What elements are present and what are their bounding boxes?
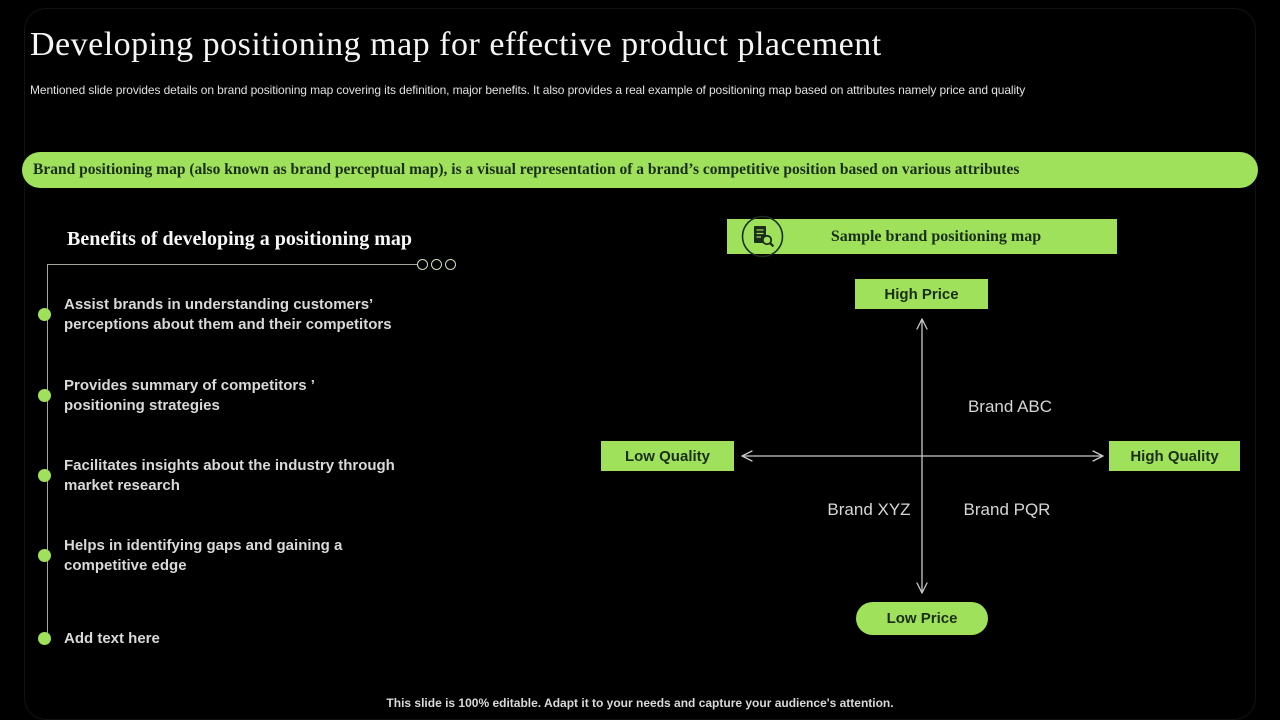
list-item: Provides summary of competitors ’ positi… — [38, 376, 450, 415]
benefits-connector-vertical — [47, 264, 48, 638]
brand-point-xyz: Brand XYZ — [827, 500, 911, 519]
brand-point-abc: Brand ABC — [967, 397, 1053, 416]
definition-text: Brand positioning map (also known as bra… — [33, 161, 1020, 178]
map-header-title: Sample brand positioning map — [830, 227, 1042, 245]
page-title: Developing positioning map for effective… — [30, 26, 882, 63]
slide-border — [24, 8, 1256, 720]
decorative-circle — [445, 259, 456, 270]
map-header: Sample brand positioning map — [727, 219, 1117, 254]
axis-label-high-price: High Price — [855, 279, 988, 309]
bullet-dot-icon — [38, 308, 51, 321]
benefit-text: Add text here — [64, 630, 160, 647]
benefit-text: Provides summary of competitors ’ positi… — [64, 377, 315, 414]
benefit-text: Assist brands in understanding customers… — [64, 296, 392, 333]
list-item: Add text here — [38, 629, 450, 649]
decorative-circle — [431, 259, 442, 270]
axis-label-low-price: Low Price — [856, 602, 988, 635]
bullet-dot-icon — [38, 632, 51, 646]
benefits-heading: Benefits of developing a positioning map — [67, 228, 413, 250]
footer-note: This slide is 100% editable. Adapt it to… — [386, 696, 894, 710]
axis-label-high-quality: High Quality — [1109, 441, 1240, 471]
bullet-dot-icon — [38, 389, 51, 402]
list-item: Facilitates insights about the industry … — [38, 456, 450, 495]
decorative-circle — [417, 259, 428, 270]
benefits-connector-horizontal — [47, 264, 417, 265]
bullet-dot-icon — [38, 549, 51, 562]
bullet-dot-icon — [38, 469, 51, 482]
list-item: Helps in identifying gaps and gaining a … — [38, 536, 450, 575]
report-magnifier-icon — [741, 215, 784, 258]
benefit-text: Facilitates insights about the industry … — [64, 457, 395, 494]
list-item: Assist brands in understanding customers… — [38, 295, 450, 334]
brand-point-pqr: Brand PQR — [963, 500, 1051, 519]
definition-banner: Brand positioning map (also known as bra… — [22, 152, 1258, 188]
page-subtitle: Mentioned slide provides details on bran… — [30, 83, 1026, 97]
benefit-text: Helps in identifying gaps and gaining a … — [64, 537, 343, 574]
axis-label-low-quality: Low Quality — [601, 441, 734, 471]
